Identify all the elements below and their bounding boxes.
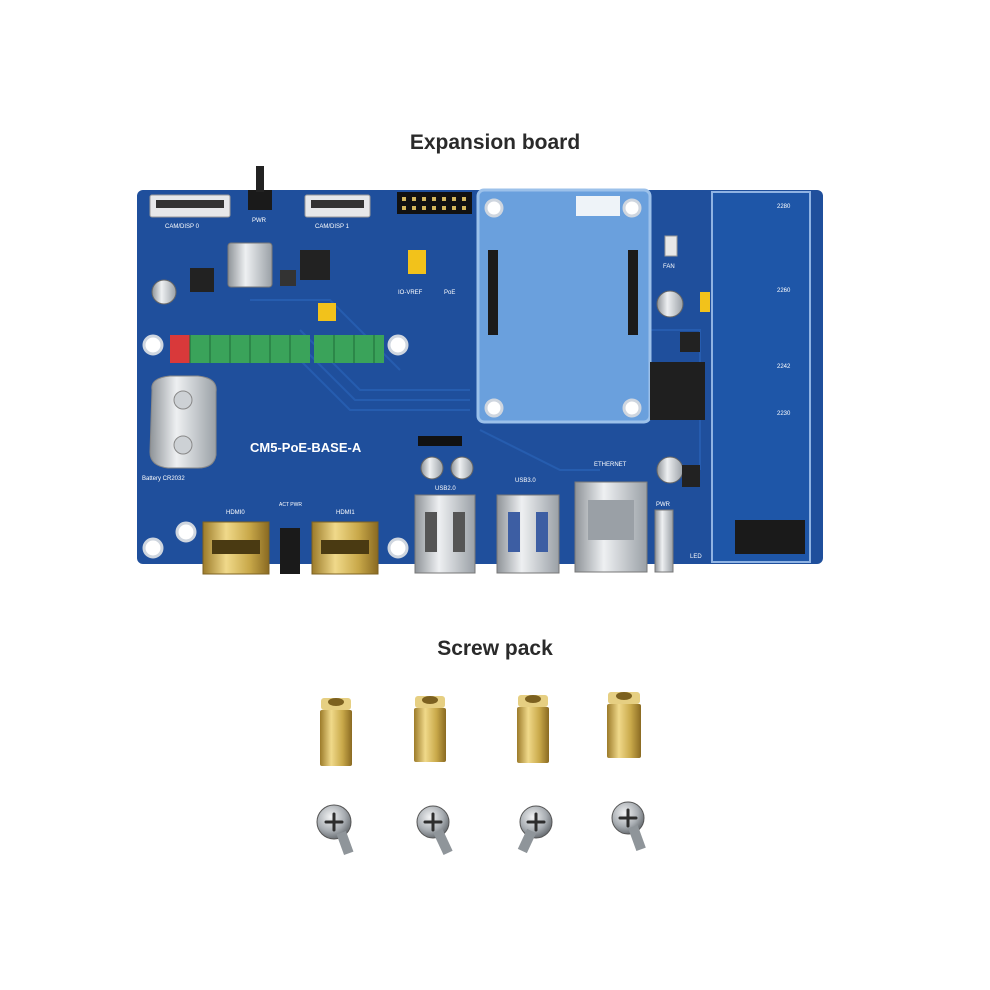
ethernet-label: ETHERNET bbox=[594, 462, 627, 468]
brass-standoff bbox=[414, 696, 446, 762]
jumper bbox=[318, 303, 336, 321]
cam1-label: CAM/DISP 1 bbox=[315, 224, 350, 230]
m2-2260-label: 2260 bbox=[777, 288, 791, 294]
phillips-screw bbox=[517, 805, 553, 854]
cam0-label: CAM/DISP 0 bbox=[165, 224, 200, 230]
phillips-screw bbox=[316, 804, 354, 856]
brass-standoff bbox=[517, 695, 549, 763]
audio-jack bbox=[280, 528, 300, 574]
usb3-label: USB3.0 bbox=[515, 478, 536, 484]
capacitor bbox=[420, 456, 444, 480]
m2-slot-area bbox=[711, 191, 811, 563]
mount-hole bbox=[387, 537, 409, 559]
brass-standoff bbox=[607, 692, 641, 758]
expansion-board: CAM/DISP 0 CAM/DISP 1 PWR IO-VREF PoE bbox=[137, 166, 823, 575]
m2-connector bbox=[735, 520, 805, 554]
battery-label: Battery CR2032 bbox=[142, 476, 185, 482]
io-vref-jumper bbox=[408, 250, 426, 274]
brass-standoff bbox=[320, 698, 352, 766]
pwr-label: PWR bbox=[656, 502, 671, 508]
led-label: LED bbox=[690, 554, 702, 560]
terminal-block bbox=[170, 335, 310, 363]
m2-2230-label: 2230 bbox=[777, 411, 791, 417]
standoffs bbox=[320, 692, 641, 766]
pwr-button-label: PWR bbox=[252, 218, 267, 224]
flash-chip bbox=[650, 362, 705, 420]
mount-hole bbox=[387, 334, 409, 356]
io-vref-label: IO-VREF bbox=[398, 290, 423, 296]
usb2-label: USB2.0 bbox=[435, 486, 456, 492]
mount-hole bbox=[142, 537, 164, 559]
m2-2280-label: 2280 bbox=[777, 204, 791, 210]
capacitor bbox=[450, 456, 474, 480]
fan-label: FAN bbox=[663, 264, 675, 270]
usb3-port bbox=[496, 494, 560, 574]
gpio-header bbox=[397, 192, 472, 214]
poe-label: PoE bbox=[444, 290, 455, 296]
hdmi1-label: HDMI1 bbox=[336, 510, 355, 516]
board-model-label: CM5-PoE-BASE-A bbox=[250, 440, 362, 455]
cm5-module-slot bbox=[476, 188, 652, 424]
inductor bbox=[227, 242, 273, 288]
expansion-board-title: Expansion board bbox=[409, 131, 581, 154]
battery-holder bbox=[149, 375, 217, 469]
chip bbox=[300, 250, 330, 280]
jumper bbox=[700, 292, 710, 312]
pwr-button-plunger bbox=[256, 166, 264, 192]
m2-2242-label: 2242 bbox=[777, 364, 791, 370]
pwr-button bbox=[248, 190, 272, 210]
capacitor bbox=[656, 290, 684, 318]
phillips-screw bbox=[416, 805, 453, 855]
mount-hole bbox=[142, 334, 164, 356]
capacitor bbox=[151, 279, 177, 305]
fan-header bbox=[664, 235, 678, 257]
screw-pack-title: Screw pack bbox=[437, 637, 553, 660]
mount-hole bbox=[175, 521, 197, 543]
phillips-screw bbox=[611, 801, 646, 851]
chip bbox=[190, 268, 214, 292]
hdmi0-label: HDMI0 bbox=[226, 510, 245, 516]
act-pwr-label: ACT PWR bbox=[279, 502, 302, 508]
terminal-block bbox=[314, 335, 384, 363]
screws bbox=[316, 801, 646, 856]
usb2-port bbox=[414, 494, 476, 574]
capacitor bbox=[656, 456, 684, 484]
dc-power-jack bbox=[654, 509, 674, 573]
